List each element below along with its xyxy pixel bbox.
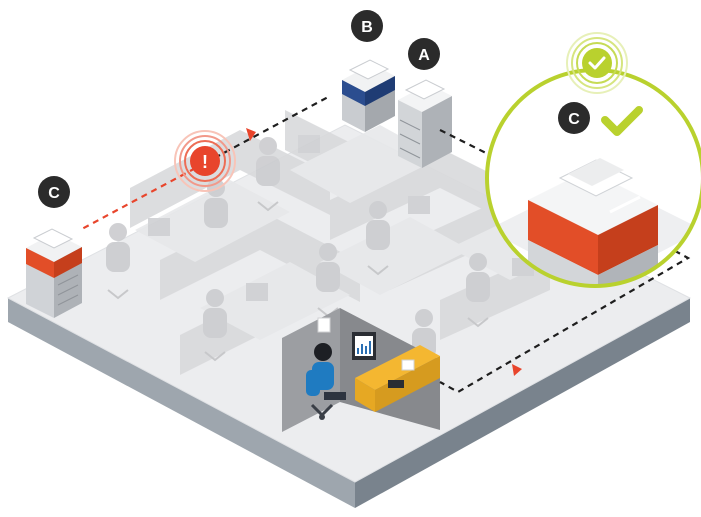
- alert-badge: !: [174, 130, 236, 192]
- route-to-printer-c-zoom: [439, 129, 691, 394]
- route-to-printer-b: [204, 95, 331, 164]
- highlighted-workstation: [282, 308, 440, 432]
- svg-text:C: C: [48, 185, 60, 202]
- svg-text:A: A: [418, 47, 430, 64]
- label-printer-c-zoom: C: [558, 102, 590, 134]
- svg-text:C: C: [568, 111, 580, 128]
- svg-text:B: B: [361, 19, 373, 36]
- phone-icon: [388, 380, 404, 388]
- printer-b: [342, 59, 395, 132]
- label-printer-c-left: C: [38, 176, 70, 208]
- route-arrow-up: [246, 128, 256, 141]
- label-printer-a: A: [408, 38, 440, 70]
- zoom-callout: [485, 68, 701, 288]
- printer-c-left: [26, 228, 82, 318]
- checkmark-icon: [601, 106, 643, 136]
- alert-symbol: !: [202, 152, 208, 172]
- alert-exclamation-icon: [190, 146, 220, 176]
- printer-a: [398, 79, 452, 168]
- checkmark-badge-icon: [566, 32, 628, 94]
- route-arrow-right: [512, 364, 522, 376]
- label-printer-b: B: [351, 10, 383, 42]
